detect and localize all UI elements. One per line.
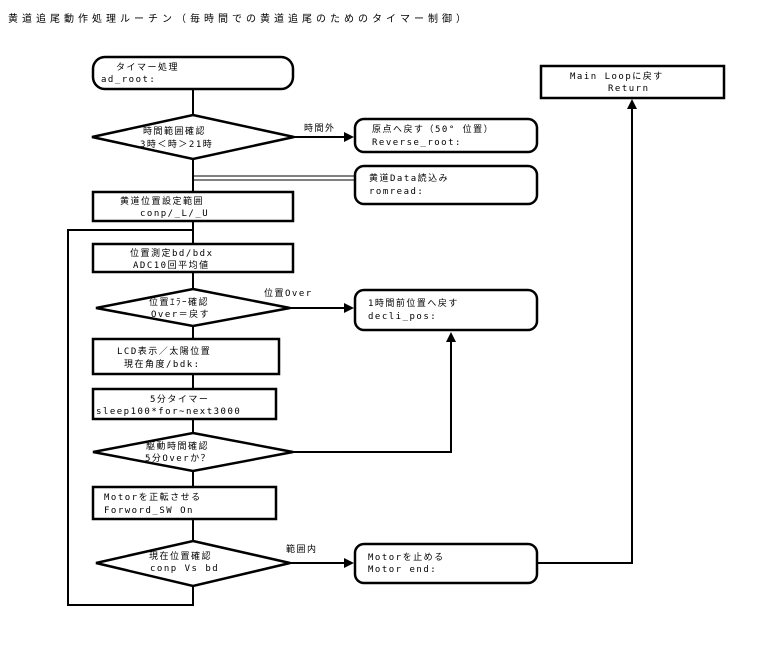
- node-range-set-line2: conp/_L/_U: [140, 209, 209, 219]
- node-range-set-line1: 黄道位置設定範囲: [120, 195, 204, 207]
- node-lcd-line1: LCD表示／太陽位置: [117, 345, 211, 357]
- arrowhead-icon: [627, 99, 637, 109]
- node-decli-line2: decli_pos:: [368, 312, 437, 322]
- node-reverse-line2: Reverse_root:: [372, 138, 462, 148]
- node-wait-line2: sleep100*for~next3000: [96, 407, 241, 417]
- arrowhead-icon: [344, 303, 354, 313]
- node-reverse-line1: 原点へ戻す（50° 位置）: [372, 123, 494, 135]
- node-motor-run-line2: Forword_SW On: [104, 506, 194, 516]
- node-lcd-line2: 現在角度/bdk:: [124, 358, 201, 370]
- node-position-check-line2: conp Vs bd: [150, 564, 219, 574]
- edge-label-position-over: 位置Over: [264, 287, 313, 299]
- node-error-check-line2: Over＝戻す: [151, 308, 210, 320]
- node-drive-check-line2: 5分Overか？: [145, 453, 211, 464]
- node-wait: 5分タイマー sleep100*for~next3000: [91, 387, 278, 421]
- node-range-set: 黄道位置設定範囲 conp/_L/_U: [91, 190, 295, 223]
- node-motor-stop-line1: Motorを止める: [368, 551, 445, 563]
- chart-title: 黄道追尾動作処理ルーチン（毎時間での黄道追尾のためのタイマー制御）: [8, 12, 470, 25]
- edge-motorstop-to-mainloop: [537, 109, 633, 564]
- node-error-check: 位置ｴﾗｰ確認 Over＝戻す: [95, 287, 291, 328]
- node-motor-run-line1: Motorを正転させる: [104, 492, 202, 503]
- node-romread-line1: 黄道Data読込み: [369, 172, 449, 184]
- node-main-loop-line2: Return: [608, 84, 650, 94]
- edge-label-in-range: 範囲内: [286, 543, 318, 555]
- node-time-check: 時間範囲確認 3時＜時＞21時: [91, 113, 295, 161]
- node-decli: 1時間前位置へ戻す decli_pos:: [353, 288, 539, 332]
- node-romread-line2: romread:: [369, 187, 424, 197]
- node-decli-line1: 1時間前位置へ戻す: [368, 297, 459, 309]
- node-timer-line1: タイマー処理: [116, 61, 179, 73]
- node-wait-line1: 5分タイマー: [150, 394, 209, 405]
- node-reverse: 原点へ戻す（50° 位置） Reverse_root:: [353, 117, 539, 154]
- node-measure-line1: 位置測定bd/bdx: [130, 247, 214, 259]
- node-measure-line2: ADC10回平均値: [133, 259, 210, 271]
- node-romread: 黄道Data読込み romread:: [353, 164, 539, 206]
- node-timer-line2: ad_root:: [101, 75, 156, 85]
- node-main-loop-line1: Main Loopに戻す: [570, 70, 664, 82]
- node-lcd: LCD表示／太陽位置 現在角度/bdk:: [91, 337, 281, 376]
- node-time-check-line2: 3時＜時＞21時: [140, 139, 213, 150]
- node-timer: タイマー処理 ad_root:: [91, 55, 295, 91]
- arrowhead-icon: [344, 132, 354, 142]
- edge-label-outside-time: 時間外: [304, 122, 336, 134]
- edge-loop-back: [67, 229, 194, 606]
- arrowhead-icon: [344, 558, 354, 568]
- node-drive-check: 駆動時間確認 5分Overか？: [92, 431, 294, 473]
- node-motor-stop-line2: Motor end:: [368, 565, 437, 575]
- node-time-check-line1: 時間範囲確認: [143, 125, 206, 137]
- node-position-check: 現在位置確認 conp Vs bd: [95, 539, 291, 588]
- node-position-check-line1: 現在位置確認: [149, 550, 212, 562]
- node-drive-check-line1: 駆動時間確認: [146, 440, 209, 452]
- edge-drivecheck-to-decli: [293, 341, 452, 453]
- node-motor-stop: Motorを止める Motor end:: [353, 542, 539, 585]
- node-error-check-line1: 位置ｴﾗｰ確認: [149, 296, 209, 308]
- node-motor-run: Motorを正転させる Forword_SW On: [91, 485, 278, 521]
- arrowhead-icon: [446, 332, 456, 342]
- node-main-loop: Main Loopに戻す Return: [539, 64, 726, 100]
- node-measure: 位置測定bd/bdx ADC10回平均値: [91, 242, 295, 274]
